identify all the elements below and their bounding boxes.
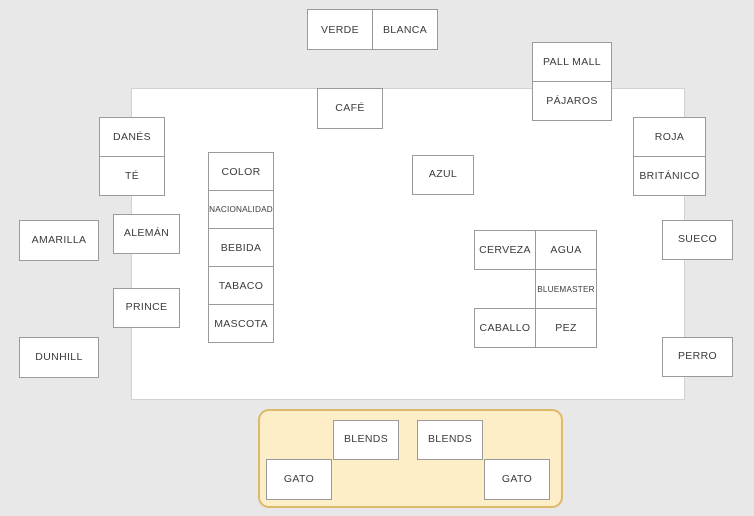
box-cafe[interactable]: CAFÉ xyxy=(317,88,383,129)
box-gato-right[interactable]: GATO xyxy=(484,459,550,500)
card-nacionalidad[interactable]: NACIONALIDAD xyxy=(208,190,274,229)
card-brit-nico[interactable]: BRITÁNICO xyxy=(633,156,706,196)
card-agua[interactable]: AGUA xyxy=(535,230,597,270)
card-pall-mall[interactable]: PALL MALL xyxy=(532,42,612,82)
card-pez[interactable]: PEZ xyxy=(535,308,597,348)
card-tabaco[interactable]: TABACO xyxy=(208,266,274,305)
card-dan-s[interactable]: DANÉS xyxy=(99,117,165,157)
card-p-jaros[interactable]: PÁJAROS xyxy=(532,81,612,121)
card-blanca[interactable]: BLANCA xyxy=(372,9,438,50)
box-prince[interactable]: PRINCE xyxy=(113,288,180,328)
card-empty-1-0 xyxy=(474,269,536,309)
card-cerveza[interactable]: CERVEZA xyxy=(474,230,536,270)
box-sueco[interactable]: SUECO xyxy=(662,220,733,260)
box-blends-left[interactable]: BLENDS xyxy=(333,420,399,460)
card-bebida[interactable]: BEBIDA xyxy=(208,228,274,267)
box-amarilla[interactable]: AMARILLA xyxy=(19,220,99,261)
box-dunhill[interactable]: DUNHILL xyxy=(19,337,99,378)
card-roja[interactable]: ROJA xyxy=(633,117,706,157)
card-color[interactable]: COLOR xyxy=(208,152,274,191)
box-gato-left[interactable]: GATO xyxy=(266,459,332,500)
box-blends-right[interactable]: BLENDS xyxy=(417,420,483,460)
card-t-[interactable]: TÉ xyxy=(99,156,165,196)
card-bluemaster[interactable]: BLUEMASTER xyxy=(535,269,597,309)
card-caballo[interactable]: CABALLO xyxy=(474,308,536,348)
box-azul[interactable]: AZUL xyxy=(412,155,474,195)
card-verde[interactable]: VERDE xyxy=(307,9,373,50)
card-mascota[interactable]: MASCOTA xyxy=(208,304,274,343)
box-perro[interactable]: PERRO xyxy=(662,337,733,377)
box-aleman[interactable]: ALEMÁN xyxy=(113,214,180,254)
